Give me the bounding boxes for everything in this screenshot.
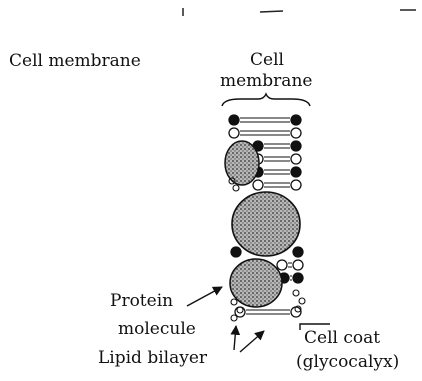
lipid-head [277, 260, 287, 270]
cell-membrane-label: Cell membrane [9, 51, 141, 71]
lipid-head [293, 273, 303, 283]
glycocalyx-label: (glycocalyx) [296, 352, 399, 372]
protein-arrow [187, 287, 222, 306]
lipid-arrow-2 [240, 331, 264, 352]
membrane-brace [222, 94, 310, 106]
protein-label-line1: Protein [110, 291, 173, 311]
lipid-head [293, 260, 303, 270]
lipid-bilayer-label: Lipid bilayer [98, 348, 207, 368]
lipid-head [229, 115, 239, 125]
protein-molecule-large [232, 192, 300, 256]
lipid-head [291, 180, 301, 190]
protein-molecule-lower [230, 259, 282, 307]
lipid-head [231, 247, 241, 257]
protein-label-line2: molecule [118, 319, 196, 339]
lipid-head [253, 180, 263, 190]
lipid-head [291, 115, 301, 125]
lipid-head [291, 128, 301, 138]
cell-coat-label: Cell coat [304, 328, 380, 348]
lipid-head [293, 247, 303, 257]
lipid-head [291, 141, 301, 151]
lipid-head [229, 128, 239, 138]
lipid-arrow-1 [234, 326, 236, 350]
membrane-title-label: membrane [220, 71, 312, 91]
cell-title-label: Cell [250, 50, 284, 70]
protein-molecules [225, 141, 300, 307]
lipid-head [291, 167, 301, 177]
lipid-head [291, 154, 301, 164]
top-scan-marks [183, 8, 416, 16]
